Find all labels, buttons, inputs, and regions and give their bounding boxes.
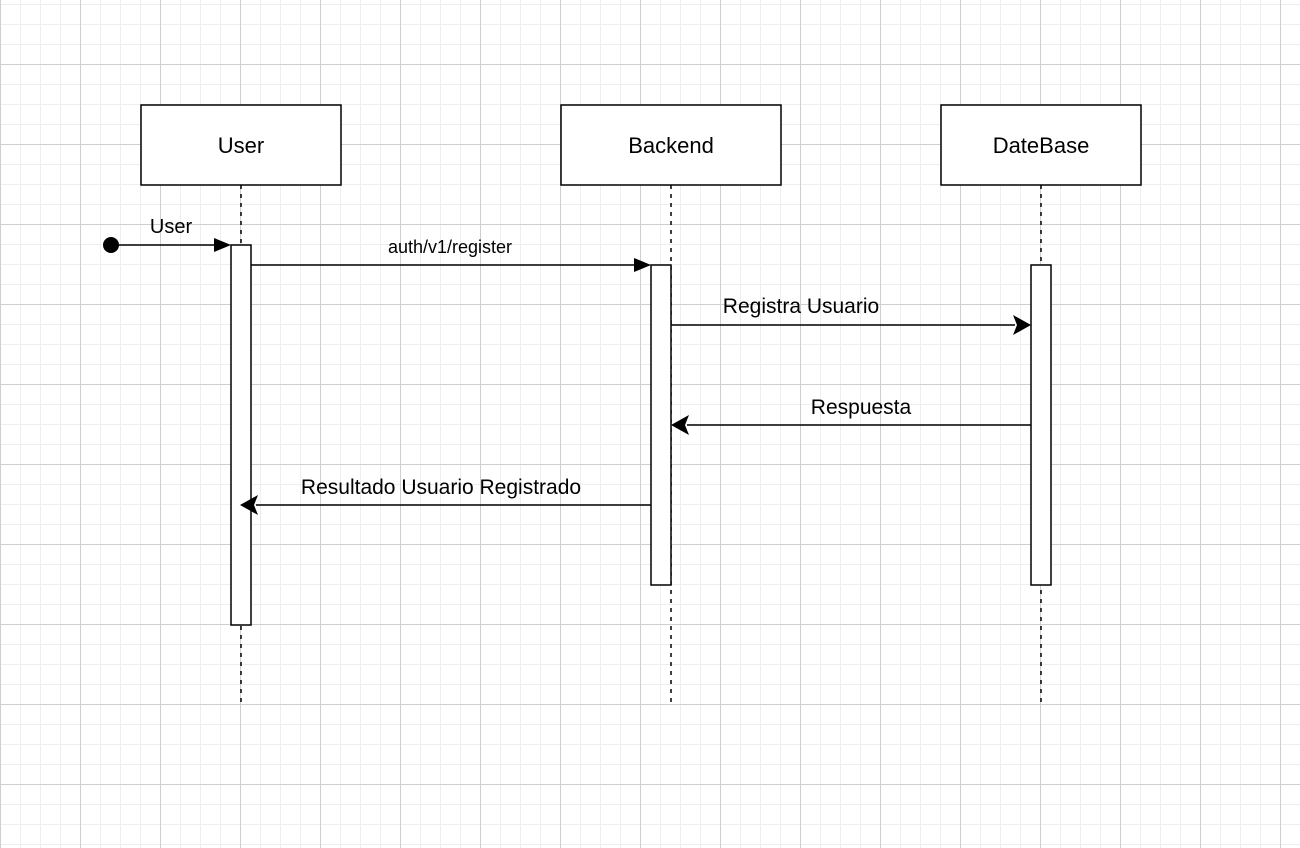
message-resultado-arrowhead: [240, 495, 258, 515]
participant-backend-box: [560, 104, 782, 186]
message-registra-usuario[interactable]: Registra Usuario: [671, 295, 1031, 335]
message-register-arrowhead: [634, 258, 651, 272]
message-registra-usuario-label: Registra Usuario: [723, 295, 879, 318]
message-found-arrowhead: [214, 238, 231, 252]
activation-backend[interactable]: [650, 264, 672, 586]
message-respuesta-label: Respuesta: [811, 396, 912, 419]
participant-user[interactable]: User: [140, 104, 342, 186]
participant-backend[interactable]: Backend: [560, 104, 782, 186]
message-register[interactable]: auth/v1/register: [251, 237, 651, 272]
participant-database-box: [940, 104, 1142, 186]
message-found-label: User: [150, 216, 193, 238]
participant-database[interactable]: DateBase: [940, 104, 1142, 186]
message-register-label: auth/v1/register: [388, 237, 512, 257]
participant-backend-label: Backend: [628, 133, 714, 158]
message-resultado[interactable]: Resultado Usuario Registrado: [240, 476, 651, 515]
message-registra-usuario-arrowhead: [1013, 315, 1031, 335]
activation-database[interactable]: [1030, 264, 1052, 586]
participant-database-label: DateBase: [993, 133, 1090, 158]
message-respuesta[interactable]: Respuesta: [671, 396, 1031, 435]
participant-user-box: [140, 104, 342, 186]
message-found[interactable]: User: [103, 216, 231, 253]
message-resultado-label: Resultado Usuario Registrado: [301, 476, 581, 499]
participant-user-label: User: [218, 133, 264, 158]
activation-user[interactable]: [230, 244, 252, 626]
message-respuesta-arrowhead: [671, 415, 689, 435]
